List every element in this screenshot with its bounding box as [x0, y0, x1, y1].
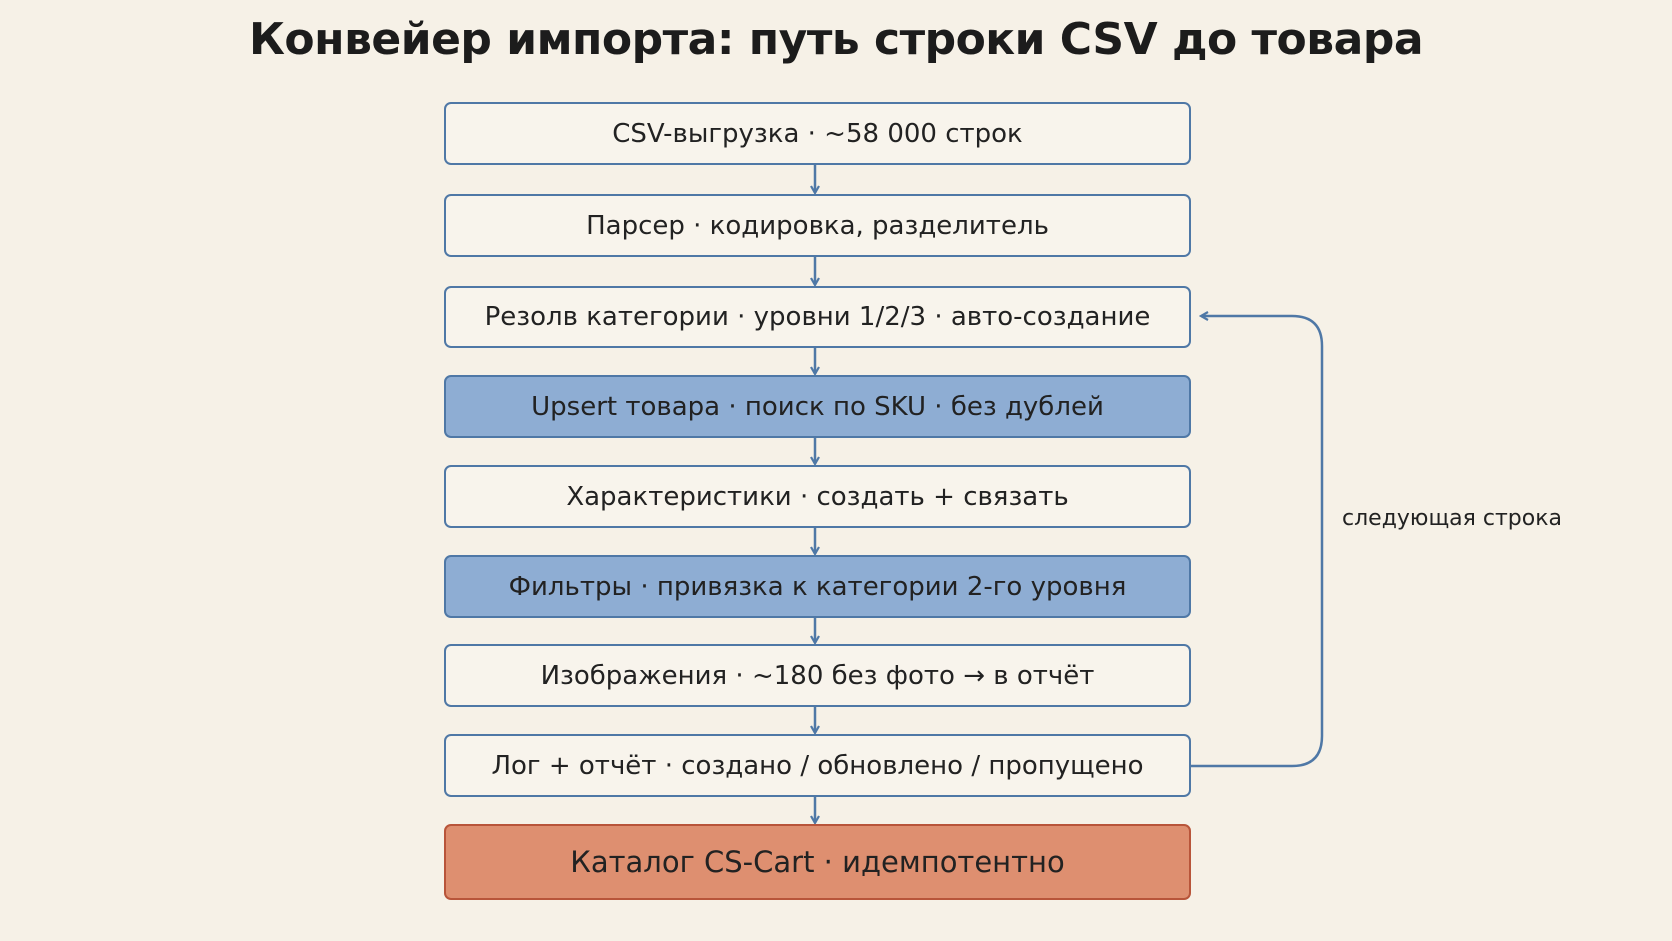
loop-label: следующая строка — [1342, 506, 1562, 531]
step-images: Изображения · ~180 без фото → в отчёт — [444, 644, 1191, 707]
step-characteristics: Характеристики · создать + связать — [444, 465, 1191, 528]
loop-back-arrow — [1191, 316, 1324, 768]
page-title: Конвейер импорта: путь строки CSV до тов… — [248, 14, 1424, 65]
step-cscart-catalog: Каталог CS-Cart · идемпотентно — [444, 824, 1191, 900]
step-log-report: Лог + отчёт · создано / обновлено / проп… — [444, 734, 1191, 797]
step-filters: Фильтры · привязка к категории 2-го уров… — [444, 555, 1191, 618]
step-parser: Парсер · кодировка, разделитель — [444, 194, 1191, 257]
step-product-upsert: Upsert товара · поиск по SKU · без дубле… — [444, 375, 1191, 438]
step-category-resolve: Резолв категории · уровни 1/2/3 · авто-с… — [444, 286, 1191, 348]
step-csv-export: CSV-выгрузка · ~58 000 строк — [444, 102, 1191, 165]
